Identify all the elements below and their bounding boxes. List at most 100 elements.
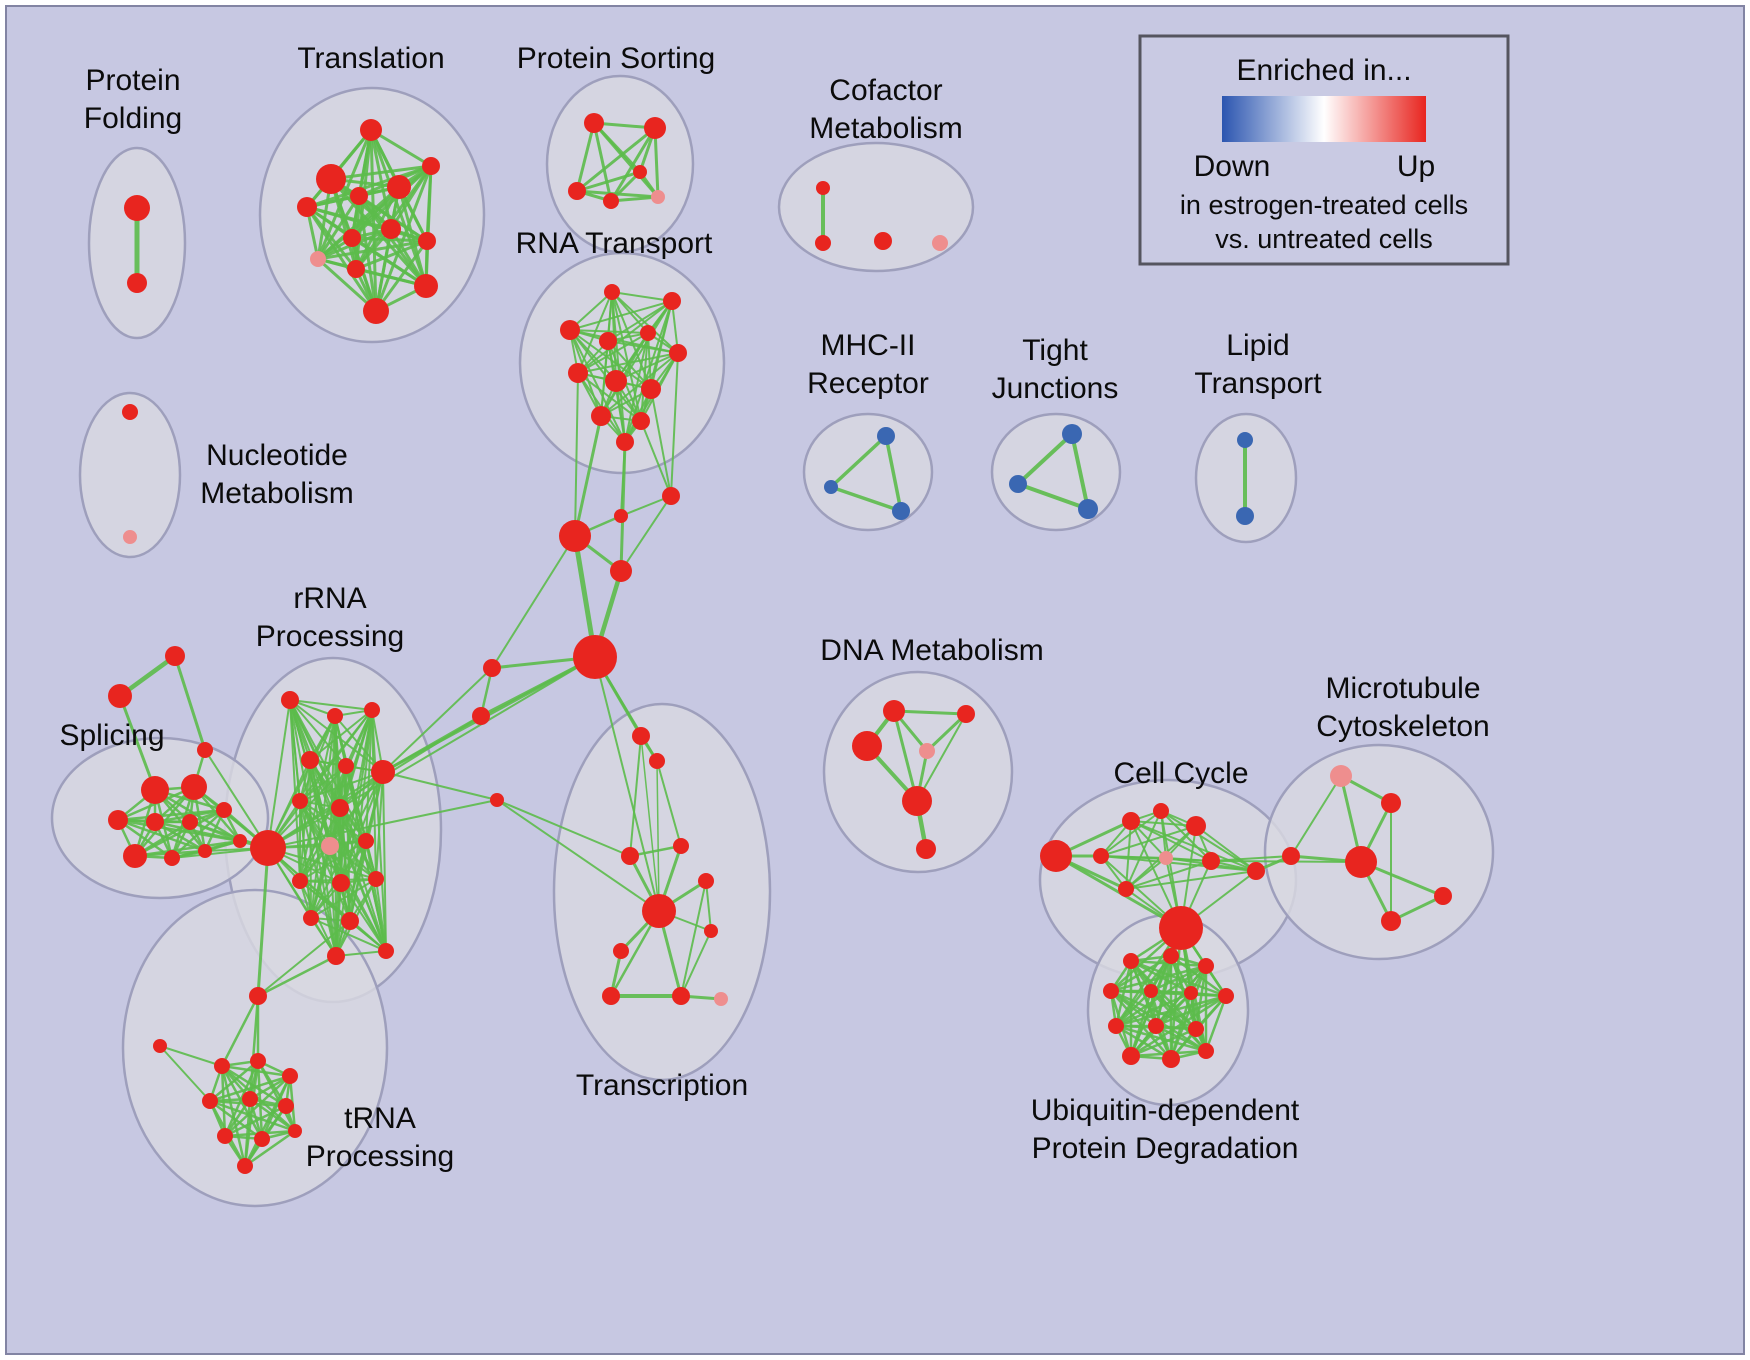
network-edge bbox=[1125, 857, 1167, 890]
network-node bbox=[165, 646, 185, 666]
network-edge bbox=[329, 164, 433, 181]
network-edge bbox=[640, 420, 672, 497]
network-node bbox=[483, 659, 501, 677]
network-edge bbox=[1154, 1024, 1208, 1053]
network-edge bbox=[267, 699, 291, 849]
network-edge bbox=[369, 128, 428, 288]
network-node bbox=[217, 1128, 233, 1144]
network-edge bbox=[1125, 860, 1212, 890]
network-node bbox=[649, 753, 665, 769]
network-edge bbox=[629, 735, 642, 857]
network-node bbox=[146, 813, 164, 831]
network-edge bbox=[1129, 989, 1153, 1058]
cluster-ellipse-dna-metabolism bbox=[822, 670, 1014, 874]
network-edge bbox=[310, 917, 387, 952]
network-node bbox=[281, 691, 299, 709]
network-edge bbox=[575, 170, 642, 193]
network-edge bbox=[1125, 820, 1132, 890]
network-edge bbox=[153, 820, 242, 843]
network-node bbox=[292, 793, 308, 809]
network-edge bbox=[1114, 989, 1153, 1028]
network-node bbox=[350, 187, 368, 205]
network-edge bbox=[354, 239, 429, 271]
network-edge bbox=[575, 121, 596, 193]
network-node bbox=[363, 298, 389, 324]
network-edge bbox=[1070, 432, 1090, 511]
network-edge bbox=[1100, 825, 1197, 857]
network-edge bbox=[220, 1064, 297, 1133]
network-node bbox=[1108, 1018, 1124, 1034]
network-node bbox=[614, 509, 628, 523]
network-edge bbox=[350, 236, 428, 288]
network-edge bbox=[577, 352, 679, 374]
network-edge bbox=[884, 434, 903, 513]
network-edge bbox=[329, 845, 337, 957]
network-node bbox=[874, 232, 892, 250]
network-node bbox=[1330, 765, 1352, 787]
network-edge bbox=[375, 771, 384, 880]
legend-gradient-bar bbox=[1222, 96, 1426, 142]
network-edge bbox=[829, 434, 888, 489]
network-node bbox=[341, 912, 359, 930]
network-node bbox=[249, 987, 267, 1005]
network-edges bbox=[116, 121, 1445, 1168]
network-node bbox=[1163, 948, 1179, 964]
network-edge bbox=[310, 878, 377, 919]
cluster-ellipse-protein-sorting bbox=[545, 74, 695, 254]
network-node bbox=[237, 1158, 253, 1174]
network-edge bbox=[577, 332, 649, 374]
network-edge bbox=[299, 800, 337, 957]
network-node bbox=[1009, 475, 1027, 493]
network-node bbox=[422, 157, 440, 175]
network-edge bbox=[1114, 964, 1208, 1028]
network-edge bbox=[607, 340, 679, 354]
network-edge bbox=[309, 709, 373, 761]
network-edge bbox=[1016, 432, 1074, 486]
network-edge bbox=[592, 121, 613, 203]
network-node bbox=[371, 760, 395, 784]
network-edge bbox=[299, 765, 347, 802]
network-edge bbox=[1125, 810, 1162, 890]
network-node bbox=[633, 165, 647, 179]
network-edge bbox=[573, 414, 603, 538]
network-edge bbox=[575, 126, 657, 193]
network-node bbox=[640, 325, 656, 341]
network-node bbox=[288, 1124, 302, 1138]
network-edge bbox=[496, 799, 631, 857]
network-node bbox=[852, 731, 882, 761]
network-node bbox=[1159, 906, 1203, 950]
network-edge bbox=[1129, 994, 1228, 1058]
network-edge bbox=[316, 194, 361, 261]
network-node bbox=[916, 839, 936, 859]
network-node bbox=[641, 379, 661, 399]
network-edge bbox=[299, 807, 341, 882]
network-node bbox=[250, 1053, 266, 1069]
network-node bbox=[1148, 1018, 1164, 1034]
network-node bbox=[297, 197, 317, 217]
network-node bbox=[250, 830, 286, 866]
network-edge bbox=[208, 1099, 297, 1133]
network-edge bbox=[670, 352, 679, 497]
network-edge bbox=[1109, 954, 1173, 993]
network-edge bbox=[208, 1059, 260, 1103]
network-edge bbox=[248, 1097, 297, 1133]
network-edge bbox=[159, 1045, 211, 1102]
network-edge bbox=[299, 771, 384, 802]
network-node bbox=[310, 251, 326, 267]
cluster-label-splicing: Splicing bbox=[59, 719, 164, 752]
legend-title: Enriched in... bbox=[1236, 54, 1411, 87]
network-node bbox=[1247, 862, 1265, 880]
network-node bbox=[1144, 984, 1158, 998]
network-node bbox=[292, 873, 308, 889]
network-node bbox=[198, 844, 212, 858]
network-node bbox=[573, 635, 617, 679]
network-node bbox=[1198, 958, 1214, 974]
network-edge bbox=[309, 759, 312, 919]
cluster-label-translation: Translation bbox=[297, 42, 444, 75]
network-node bbox=[1093, 848, 1109, 864]
network-edge bbox=[243, 1097, 252, 1168]
